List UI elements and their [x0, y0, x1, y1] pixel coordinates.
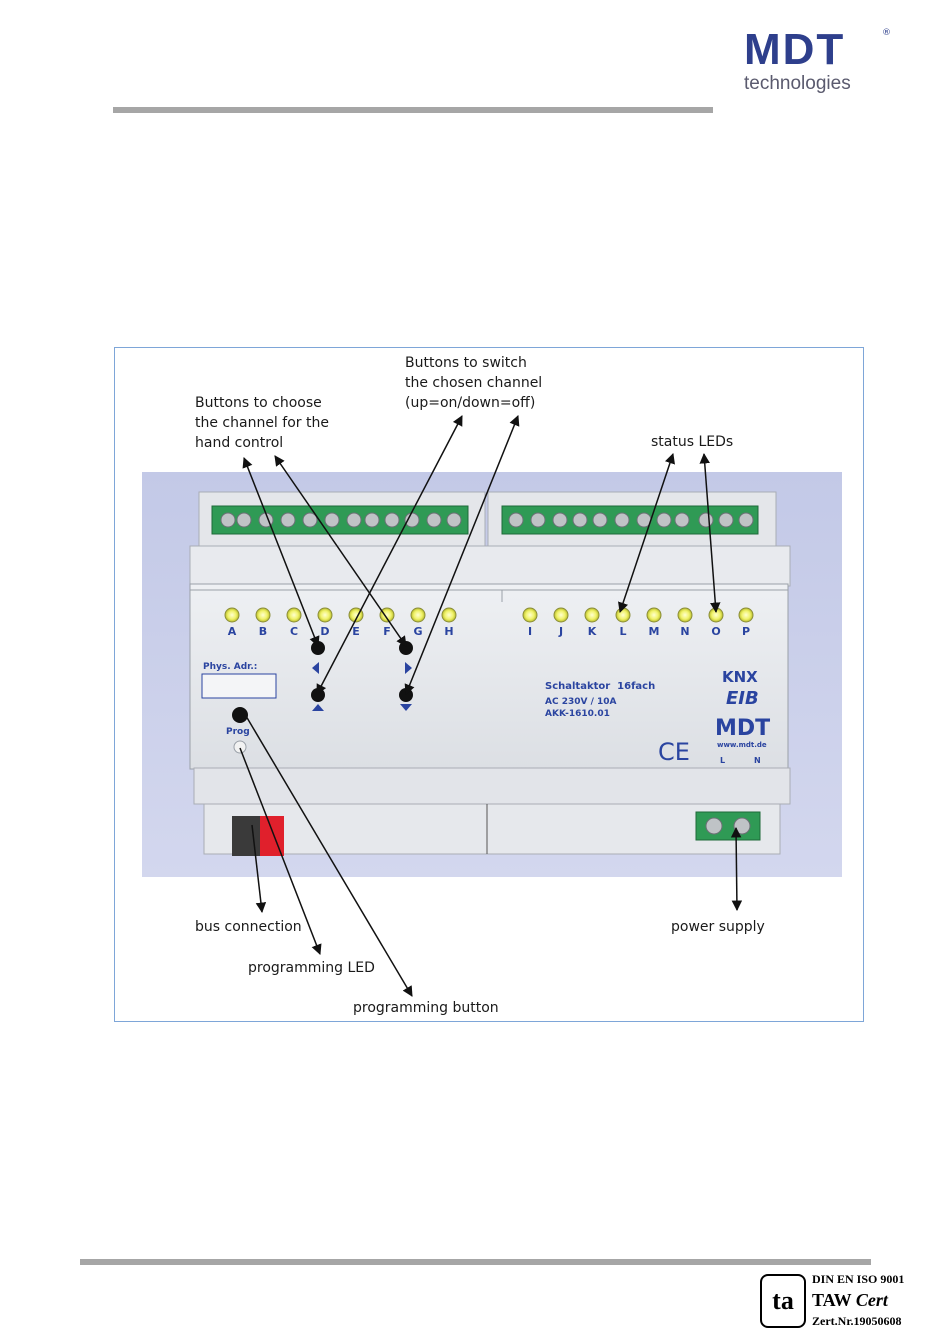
- arrow-up-icon: [312, 704, 324, 711]
- label-choose-channel: Buttons to choose the channel for the ha…: [195, 395, 329, 451]
- registered-mark: ®: [882, 28, 891, 38]
- channel-label: M: [649, 625, 660, 638]
- channel-label: A: [228, 625, 237, 638]
- cert-body-taw: TAW: [812, 1290, 852, 1310]
- figure-frame: [114, 347, 864, 1022]
- arrow-bus: [251, 824, 267, 914]
- phys-adr-label: Phys. Adr.:: [203, 662, 257, 672]
- channel-label: P: [742, 625, 750, 638]
- label-power-supply: power supply: [671, 919, 765, 935]
- website-label: www.mdt.de: [717, 741, 767, 749]
- programming-button[interactable]: [232, 707, 248, 723]
- phys-adr-field: [201, 673, 277, 699]
- footer-rule: [80, 1259, 871, 1265]
- bottom-rail: [203, 803, 781, 855]
- eib-label: EIB: [726, 688, 759, 709]
- arrow-status-led-o: [699, 452, 721, 614]
- arrow-switch-down: [404, 415, 520, 695]
- channel-label: O: [711, 625, 720, 638]
- channel-label: L: [619, 625, 626, 638]
- product-rating: AC 230V / 10A: [545, 697, 617, 707]
- certification-badge: ta DIN EN ISO 9001 TAW Cert Zert.Nr.1905…: [760, 1272, 930, 1334]
- product-name: Schaltaktor 16fach: [545, 681, 655, 692]
- cert-body: TAW Cert: [812, 1290, 888, 1311]
- channel-label: J: [558, 625, 563, 638]
- label-programming-led: programming LED: [248, 960, 375, 976]
- cert-logo: ta: [760, 1274, 806, 1328]
- header-rule: [113, 107, 713, 113]
- arrow-choose-left: [242, 457, 320, 647]
- cert-number: Zert.Nr.19050608: [812, 1314, 902, 1328]
- cert-body-cert: Cert: [855, 1290, 888, 1310]
- arrow-power: [730, 826, 743, 912]
- cert-logo-text: ta: [772, 1286, 794, 1315]
- label-switch-channel: Buttons to switch the chosen channel (up…: [405, 355, 543, 411]
- label-programming-button: programming button: [353, 1000, 499, 1016]
- arrow-down-icon: [400, 704, 412, 711]
- arrow-prog-led: [239, 747, 322, 955]
- arrow-status-led-l: [618, 453, 675, 613]
- brand-tagline: technologies: [744, 73, 851, 94]
- knx-label: KNX: [722, 668, 758, 686]
- channel-label: I: [528, 625, 532, 638]
- label-bus-connection: bus connection: [195, 919, 302, 935]
- channel-label: N: [680, 625, 689, 638]
- label-status-leds: status LEDs: [651, 434, 734, 450]
- brand-logo: MDT technologies ®: [744, 28, 894, 102]
- arrow-choose-right: [274, 455, 407, 647]
- cert-standard: DIN EN ISO 9001: [812, 1272, 905, 1286]
- ce-mark: CE: [658, 738, 690, 766]
- prog-label: Prog: [226, 727, 250, 737]
- product-code: AKK-1610.01: [545, 709, 610, 719]
- device-brand-label: MDT: [715, 716, 770, 741]
- terminal-n-label: N: [754, 756, 761, 765]
- arrow-switch-up: [316, 415, 463, 695]
- terminal-l-label: L: [720, 756, 725, 765]
- programming-led: [233, 740, 247, 754]
- brand-name: MDT: [744, 25, 846, 74]
- channel-label: K: [588, 625, 597, 638]
- bottom-housing: [193, 767, 791, 805]
- arrow-prog-button: [245, 715, 413, 997]
